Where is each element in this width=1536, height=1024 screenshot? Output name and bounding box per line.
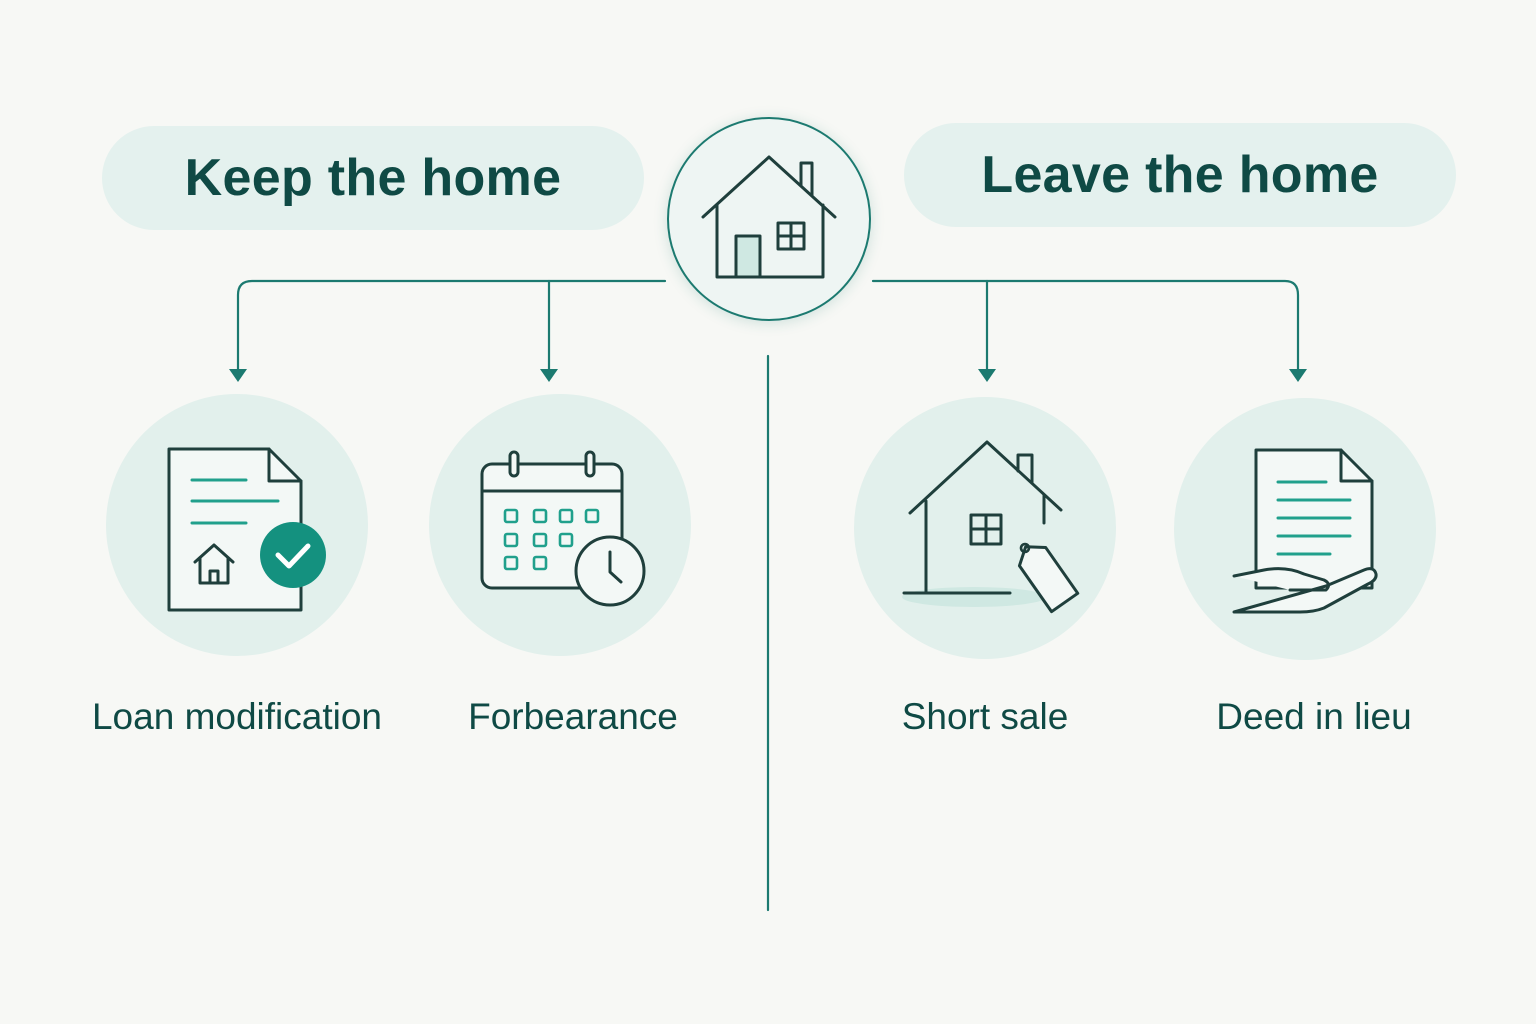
loan-modification-label: Loan modification xyxy=(91,696,383,737)
leave-the-home-title: Leave the home xyxy=(981,146,1379,204)
connector-to-deed-in-lieu xyxy=(871,279,1300,372)
center-home-node xyxy=(667,117,871,321)
arrowhead-loan xyxy=(229,369,247,382)
calendar-clock-icon xyxy=(480,450,646,607)
deed-in-lieu-node xyxy=(1174,398,1436,660)
arrowhead-forbearance xyxy=(540,369,558,382)
document-check-icon xyxy=(167,447,326,612)
short-sale-label: Short sale xyxy=(901,696,1069,737)
deed-in-lieu-label: Deed in lieu xyxy=(1216,696,1412,737)
keep-the-home-pill: Keep the home xyxy=(102,126,644,230)
document-hand-icon xyxy=(1232,448,1378,614)
keep-the-home-title: Keep the home xyxy=(184,149,562,207)
arrowhead-deed xyxy=(1289,369,1307,382)
connector-to-loan-modification xyxy=(236,279,667,372)
arrowhead-short-sale xyxy=(978,369,996,382)
house-icon xyxy=(701,155,837,279)
forbearance-label: Forbearance xyxy=(468,696,678,737)
short-sale-node xyxy=(854,397,1116,659)
leave-the-home-pill: Leave the home xyxy=(904,123,1456,227)
forbearance-node xyxy=(429,394,691,656)
house-price-tag-icon xyxy=(902,440,1080,614)
loan-modification-node xyxy=(106,394,368,656)
